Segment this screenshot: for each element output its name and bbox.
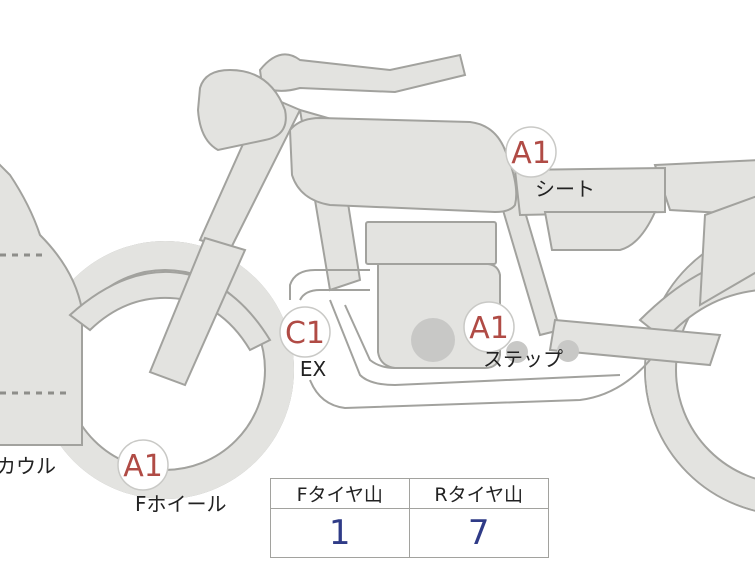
seat [513, 166, 666, 217]
part-label-step: ステップ [483, 347, 563, 371]
headlight [196, 68, 287, 152]
part-label-cowl: カウル [0, 454, 56, 478]
part-label-front-wheel: Fホイール [135, 492, 227, 516]
cowl [0, 163, 83, 446]
svg-text:A1: A1 [123, 449, 163, 484]
side-cover [543, 211, 657, 251]
table-value-front-tire: 1 [271, 509, 410, 557]
fuel-tank [288, 116, 518, 214]
engine [365, 221, 501, 369]
damage-badge-step: A1 [463, 301, 515, 353]
svg-text:C1: C1 [285, 316, 325, 351]
damage-badge-seat: A1 [505, 126, 557, 178]
damage-badge-front-wheel: A1 [117, 439, 169, 491]
svg-text:A1: A1 [469, 311, 509, 346]
handlebar [258, 53, 467, 94]
svg-text:A1: A1 [511, 136, 551, 171]
exhaust-pipes [289, 269, 651, 410]
footstep [506, 340, 579, 363]
damage-badge-exhaust: C1 [279, 306, 331, 358]
part-label-exhaust: EX [300, 357, 327, 381]
tire-tread-table: Fタイヤ山 Rタイヤ山 1 7 [270, 478, 549, 558]
table-value-rear-tire: 7 [467, 513, 490, 553]
table-header-front-tire: Fタイヤ山 [271, 479, 410, 509]
rear-wheel [644, 228, 755, 512]
part-label-seat: シート [535, 177, 595, 201]
table-header-rear-tire: Rタイヤ山 [409, 479, 548, 509]
